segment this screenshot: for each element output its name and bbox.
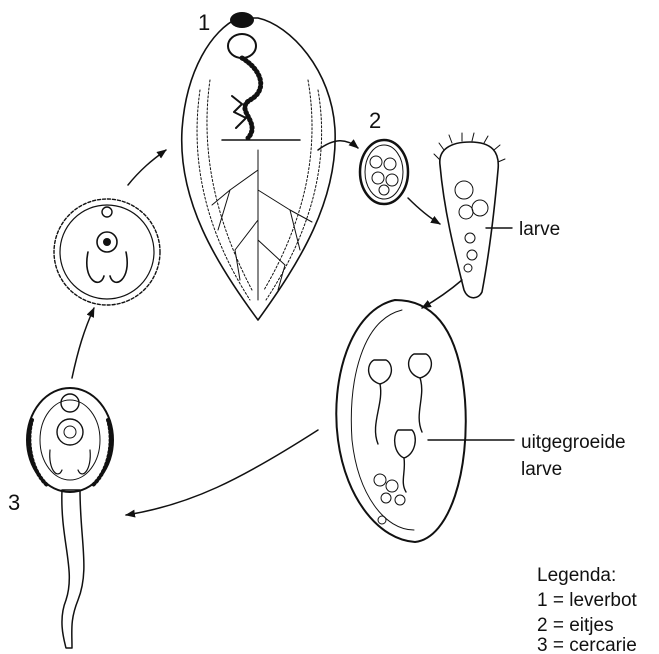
legend: Legenda: 1 = leverbot 2 = eitjes 3 = cer…: [537, 565, 638, 654]
cyst-drawing: [54, 199, 160, 305]
label-larva: larve: [519, 219, 560, 240]
label-grown-larva-line2: larve: [521, 459, 562, 480]
grown-larva-drawing: [336, 300, 465, 542]
arrow-cyst-to-fluke: [128, 150, 166, 185]
larva-drawing: [434, 133, 505, 298]
arrow-egg-to-larva: [408, 198, 440, 224]
egg-drawing: [360, 140, 408, 204]
liver-fluke-drawing: [182, 12, 335, 320]
arrow-cercaria-to-cyst: [72, 308, 94, 378]
label-grown-larva-line1: uitgegroeide: [521, 432, 626, 453]
arrow-fluke-to-egg: [318, 141, 358, 150]
legend-item: 3 = cercarie: [537, 635, 637, 654]
legend-title: Legenda:: [537, 565, 616, 586]
label-stage-3: 3: [8, 490, 20, 515]
legend-item: 2 = eitjes: [537, 615, 614, 636]
label-stage-2: 2: [369, 108, 381, 133]
label-stage-1: 1: [198, 10, 210, 35]
cercaria-drawing: [27, 388, 113, 648]
arrow-grown-larva-to-cercaria: [126, 430, 318, 515]
arrow-larva-to-grown-larva: [422, 280, 462, 308]
legend-item: 1 = leverbot: [537, 590, 638, 611]
